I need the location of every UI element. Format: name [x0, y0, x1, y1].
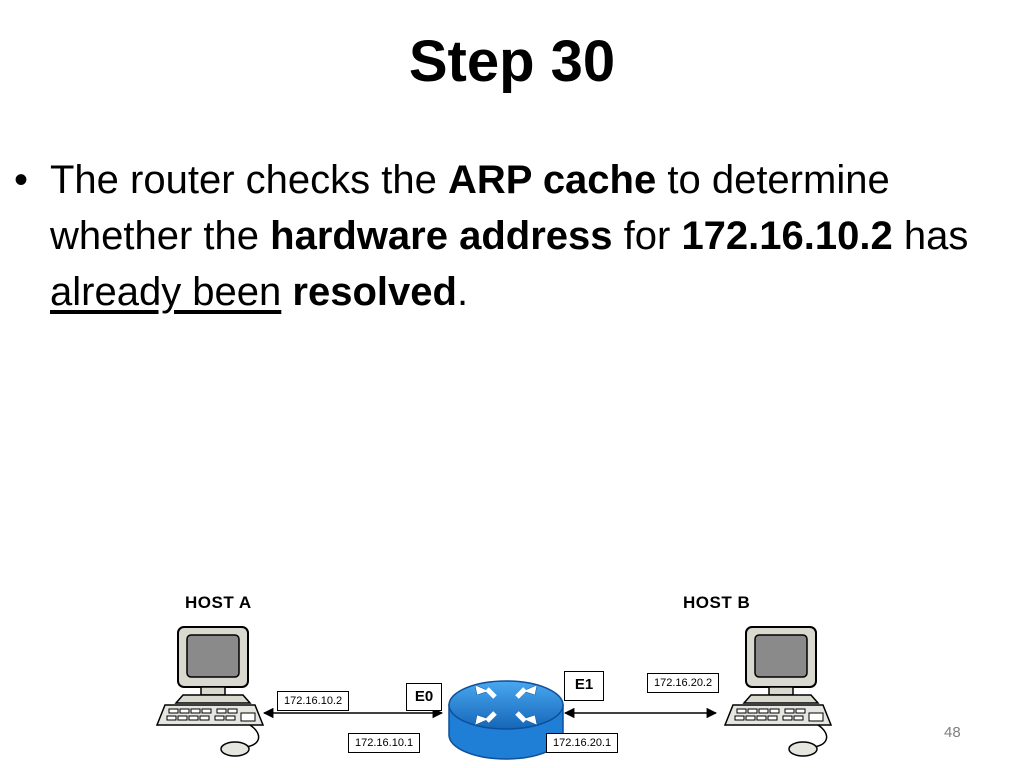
host-a-computer-icon [155, 626, 265, 757]
bullet-text-part [281, 270, 292, 314]
bullet-underline-already-been: already been [50, 270, 282, 314]
host-a-ip-box: 172.16.10.2 [277, 691, 350, 711]
host-b-ip-box: 172.16.20.2 [647, 673, 720, 693]
bullet-text-part: has [892, 214, 969, 258]
bullet-bold-resolved: resolved [292, 270, 457, 314]
bullet-bold-hardware-address: hardware address [270, 214, 613, 258]
port-e0-box: E0 [406, 683, 442, 711]
router-e1-ip-box: 172.16.20.1 [546, 733, 619, 753]
bullet-text: The router checks the ARP cache to deter… [50, 152, 1018, 320]
network-diagram: HOST A HOST B [150, 585, 870, 765]
bullet-bold-arp-cache: ARP cache [447, 158, 657, 202]
bullet-bold-ip: 172.16.10.2 [681, 214, 893, 258]
bullet-text-part: for [612, 214, 682, 258]
host-b-label: HOST B [683, 593, 751, 612]
bullet-text-part: to determine whether the [50, 158, 890, 258]
link-arrows [262, 707, 718, 719]
host-b-computer-icon [723, 626, 833, 757]
host-a-label: HOST A [185, 593, 252, 612]
slide-title: Step 30 [408, 29, 616, 94]
router-e0-ip-box: 172.16.10.1 [348, 733, 421, 753]
page-number: 48 [944, 724, 961, 741]
bullet-text-part: The router checks the [50, 158, 448, 202]
bullet-symbol: • [14, 158, 29, 202]
bullet-text-part: . [456, 270, 469, 314]
port-e1-box: E1 [564, 671, 604, 701]
bullet-item: • The router checks the ARP cache to det… [14, 152, 1018, 320]
router-icon [448, 680, 564, 760]
